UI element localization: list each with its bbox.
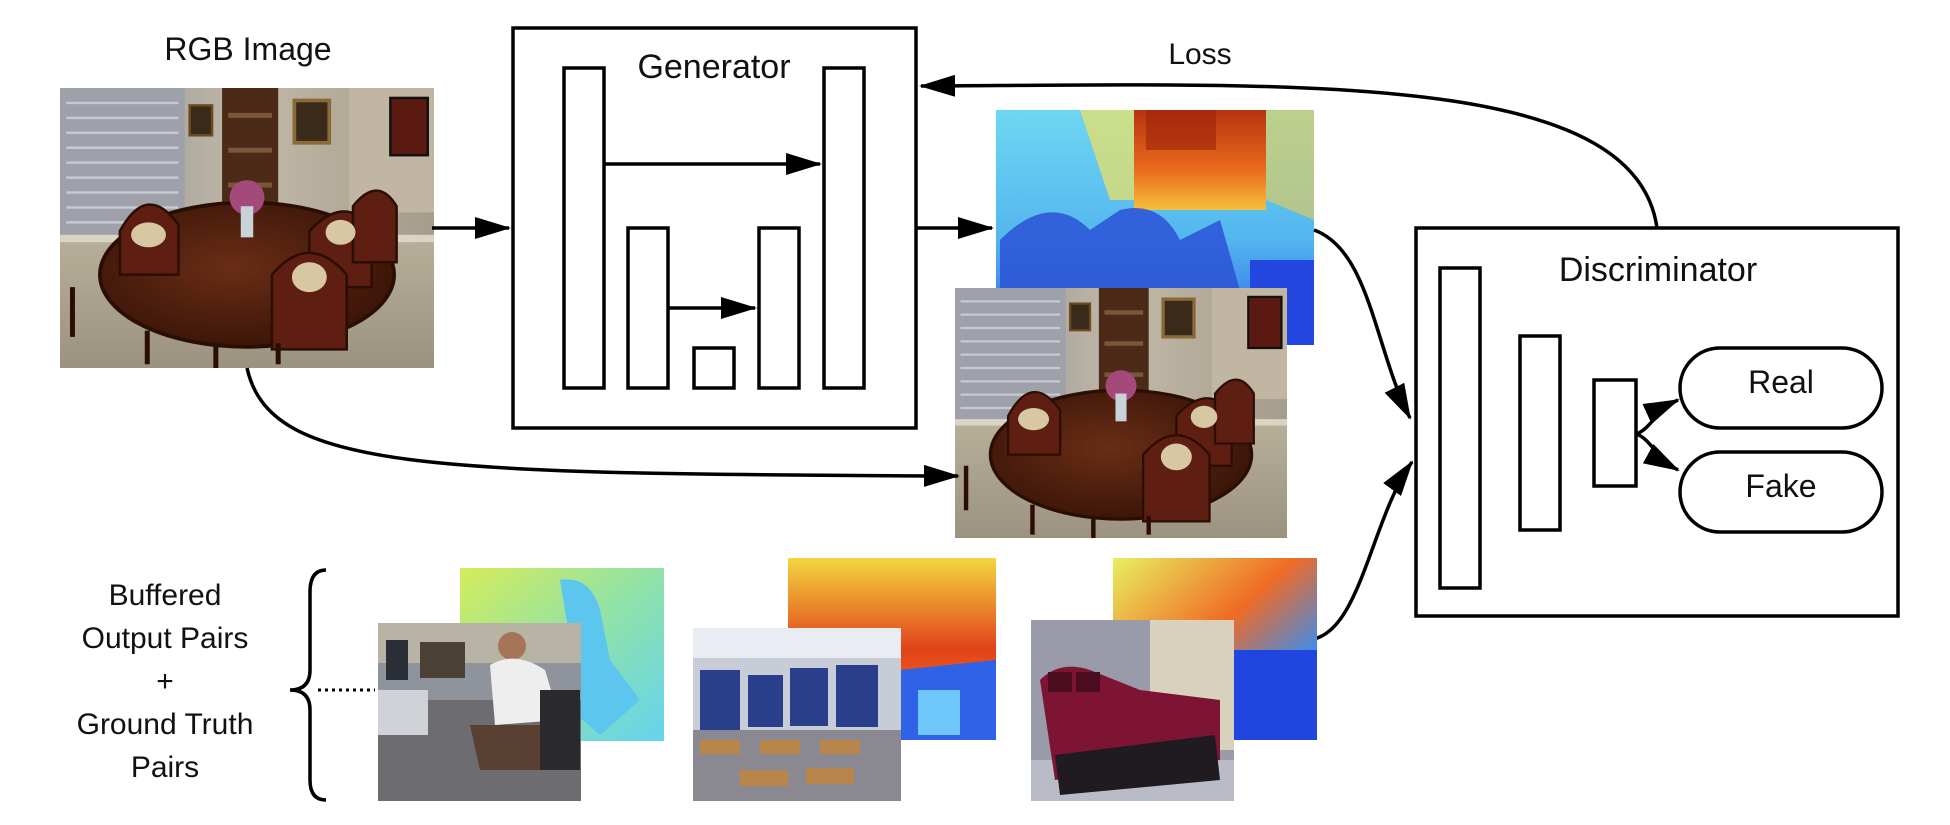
loss-label: Loss: [1168, 38, 1231, 71]
buffer-pair-bedroom: [1031, 558, 1317, 801]
buffer-pair-classroom: [693, 558, 996, 801]
buffer-pair-office: [378, 568, 664, 801]
generator-label: Generator: [637, 48, 790, 86]
loss-feedback-arrow: [919, 74, 1659, 229]
buffer-brace: [289, 568, 327, 802]
output-pair-to-discriminator-arrow: [1313, 228, 1412, 420]
discriminator-layers: [1438, 266, 1638, 590]
rgb-image-label: RGB Image: [164, 31, 331, 67]
fake-label: Fake: [1745, 468, 1816, 504]
buffer-line-3: +: [156, 665, 174, 698]
input-to-pair-curve-arrow: [245, 367, 960, 487]
generator-layers: [562, 66, 866, 390]
buffer-caption: Buffered Output Pairs + Ground Truth Pai…: [77, 579, 254, 784]
buffer-line-1: Buffered: [109, 579, 222, 612]
buffer-line-2: Output Pairs: [82, 622, 249, 655]
real-output-node: Real: [1678, 346, 1884, 430]
to-fake-arrow: [1635, 432, 1680, 472]
to-real-arrow: [1635, 398, 1680, 436]
generator-box: Generator: [511, 26, 918, 430]
discriminator-box: Discriminator Real Fake: [1414, 226, 1900, 618]
rgb-input-photo: [60, 88, 434, 368]
paired-rgb-photo: [955, 288, 1287, 538]
buffer-line-5: Pairs: [131, 751, 199, 784]
buffer-to-discriminator-arrow: [1305, 460, 1414, 642]
buffer-line-4: Ground Truth: [77, 708, 254, 741]
fake-output-node: Fake: [1678, 450, 1884, 534]
real-label: Real: [1748, 364, 1814, 400]
discriminator-label: Discriminator: [1559, 251, 1757, 289]
